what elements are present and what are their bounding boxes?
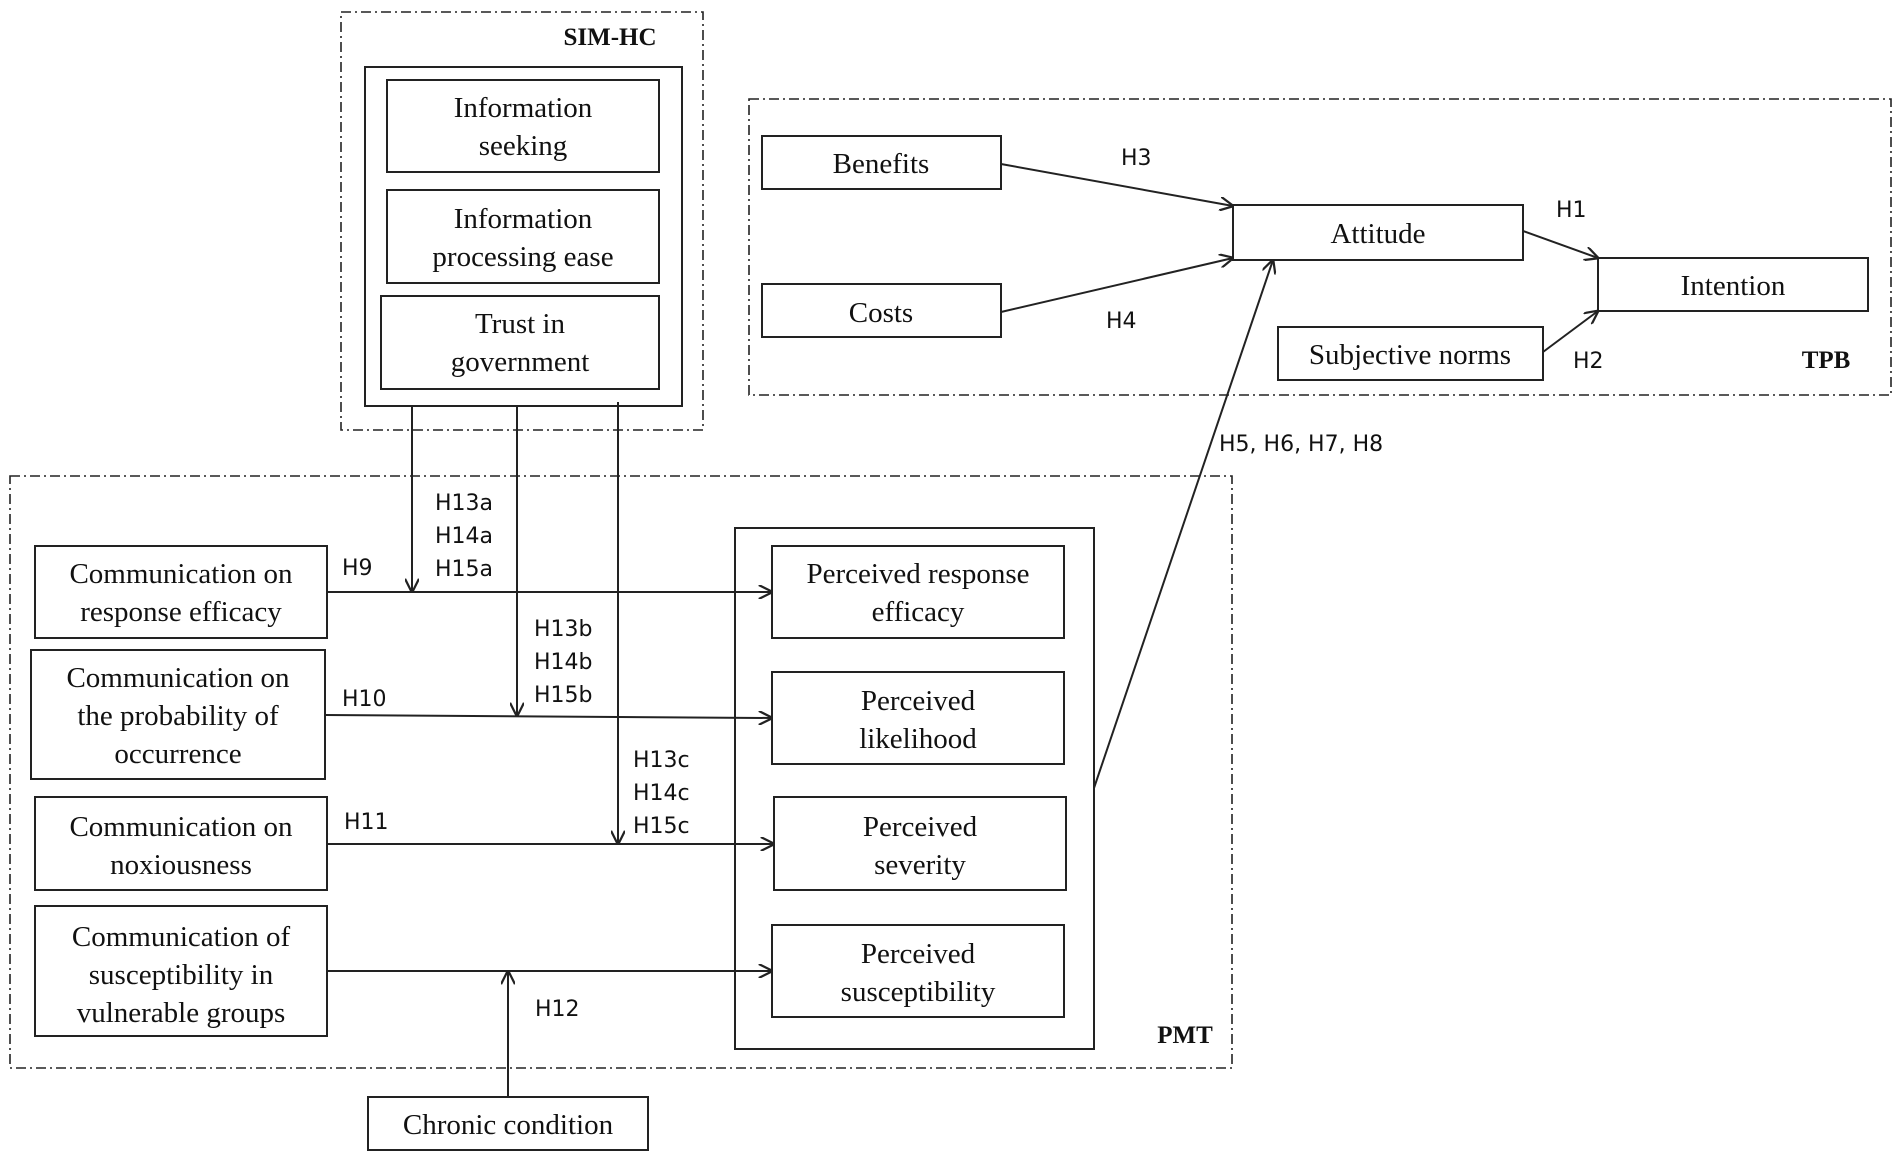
- h5-h8-label: H5, H6, H7, H8: [1219, 432, 1383, 457]
- h1-label: H1: [1556, 198, 1587, 223]
- edge-benefits-attitude: [1000, 163, 1233, 206]
- edge-costs-attitude: [1000, 258, 1233, 313]
- comm-susceptibility-label-3: vulnerable groups: [77, 997, 286, 1029]
- simhc-inner-frame: [364, 66, 683, 407]
- h13a-label: H13a: [435, 491, 493, 516]
- perceived-severity-label-2: severity: [874, 849, 966, 881]
- edge-norms-intention: [1542, 311, 1598, 353]
- perceived-susceptibility-box: [771, 924, 1065, 1018]
- pmt-group-title: PMT: [1157, 1022, 1213, 1049]
- edge-h10: [324, 715, 772, 718]
- comm-noxiousness-box: [34, 796, 328, 891]
- simhc-group-title: SIM-HC: [563, 24, 656, 51]
- trust-government-label-2: government: [451, 346, 590, 378]
- subjective-norms-label: Subjective norms: [1309, 339, 1511, 371]
- comm-noxiousness-label-2: noxiousness: [110, 849, 252, 881]
- h15b-label: H15b: [534, 683, 593, 708]
- info-processing-box: [386, 189, 660, 284]
- costs-label: Costs: [849, 297, 913, 329]
- intention-box: [1597, 257, 1869, 312]
- perceived-response-efficacy-box: [771, 545, 1065, 639]
- tpb-group-title: TPB: [1802, 347, 1851, 374]
- chronic-condition-label: Chronic condition: [403, 1109, 614, 1141]
- comm-response-efficacy-box: [34, 545, 328, 639]
- chronic-condition-box: [367, 1096, 649, 1151]
- perceived-susceptibility-label-1: Perceived: [861, 938, 976, 970]
- h13c-label: H13c: [633, 748, 690, 773]
- perceived-response-efficacy-label-2: efficacy: [872, 596, 965, 628]
- tpb-group-frame: [748, 98, 1892, 396]
- comm-probability-label-2: the probability of: [77, 700, 279, 732]
- subjective-norms-box: [1277, 326, 1544, 381]
- comm-probability-box: [30, 649, 326, 780]
- h10-label: H10: [342, 687, 387, 712]
- perceived-susceptibility-label-2: susceptibility: [841, 976, 996, 1008]
- costs-box: [761, 283, 1002, 338]
- comm-probability-label-3: occurrence: [114, 738, 241, 770]
- h2-label: H2: [1573, 349, 1604, 374]
- benefits-label: Benefits: [833, 148, 930, 180]
- h9-label: H9: [342, 556, 373, 581]
- h14b-label: H14b: [534, 650, 593, 675]
- attitude-box: [1232, 204, 1524, 261]
- info-processing-label-1: Information: [454, 203, 593, 235]
- perceived-severity-label-1: Perceived: [863, 811, 978, 843]
- intention-label: Intention: [1681, 270, 1786, 302]
- info-seeking-label-1: Information: [454, 92, 593, 124]
- h12-label: H12: [535, 997, 580, 1022]
- h11-label: H11: [344, 810, 389, 835]
- attitude-label: Attitude: [1330, 218, 1425, 250]
- pmt-group-frame: [9, 475, 1233, 1069]
- comm-response-efficacy-label-1: Communication on: [69, 558, 293, 590]
- perceived-severity-box: [773, 796, 1067, 891]
- h14c-label: H14c: [633, 781, 690, 806]
- perceived-likelihood-label-1: Perceived: [861, 685, 976, 717]
- info-seeking-box: [386, 79, 660, 173]
- info-processing-label-2: processing ease: [432, 241, 613, 273]
- simhc-group-frame: [340, 11, 704, 431]
- perceived-response-efficacy-label-1: Perceived response: [806, 558, 1029, 590]
- h13b-label: H13b: [534, 617, 593, 642]
- comm-response-efficacy-label-2: response efficacy: [80, 596, 282, 628]
- trust-government-label-1: Trust in: [475, 308, 566, 340]
- h3-label: H3: [1121, 146, 1152, 171]
- comm-susceptibility-label-2: susceptibility in: [89, 959, 274, 991]
- trust-government-box: [380, 295, 660, 390]
- comm-noxiousness-label-1: Communication on: [69, 811, 293, 843]
- comm-susceptibility-box: [34, 905, 328, 1037]
- benefits-box: [761, 135, 1002, 190]
- comm-susceptibility-label-1: Communication of: [72, 921, 291, 953]
- edge-attitude-intention: [1522, 230, 1598, 258]
- info-seeking-label-2: seeking: [479, 130, 568, 162]
- pmt-perceived-frame: [734, 527, 1095, 1050]
- edge-pmt-attitude: [1093, 260, 1273, 789]
- comm-probability-label-1: Communication on: [66, 662, 290, 694]
- h15a-label: H15a: [435, 557, 493, 582]
- h15c-label: H15c: [633, 814, 690, 839]
- h14a-label: H14a: [435, 524, 493, 549]
- perceived-likelihood-label-2: likelihood: [859, 723, 977, 755]
- h4-label: H4: [1106, 309, 1137, 334]
